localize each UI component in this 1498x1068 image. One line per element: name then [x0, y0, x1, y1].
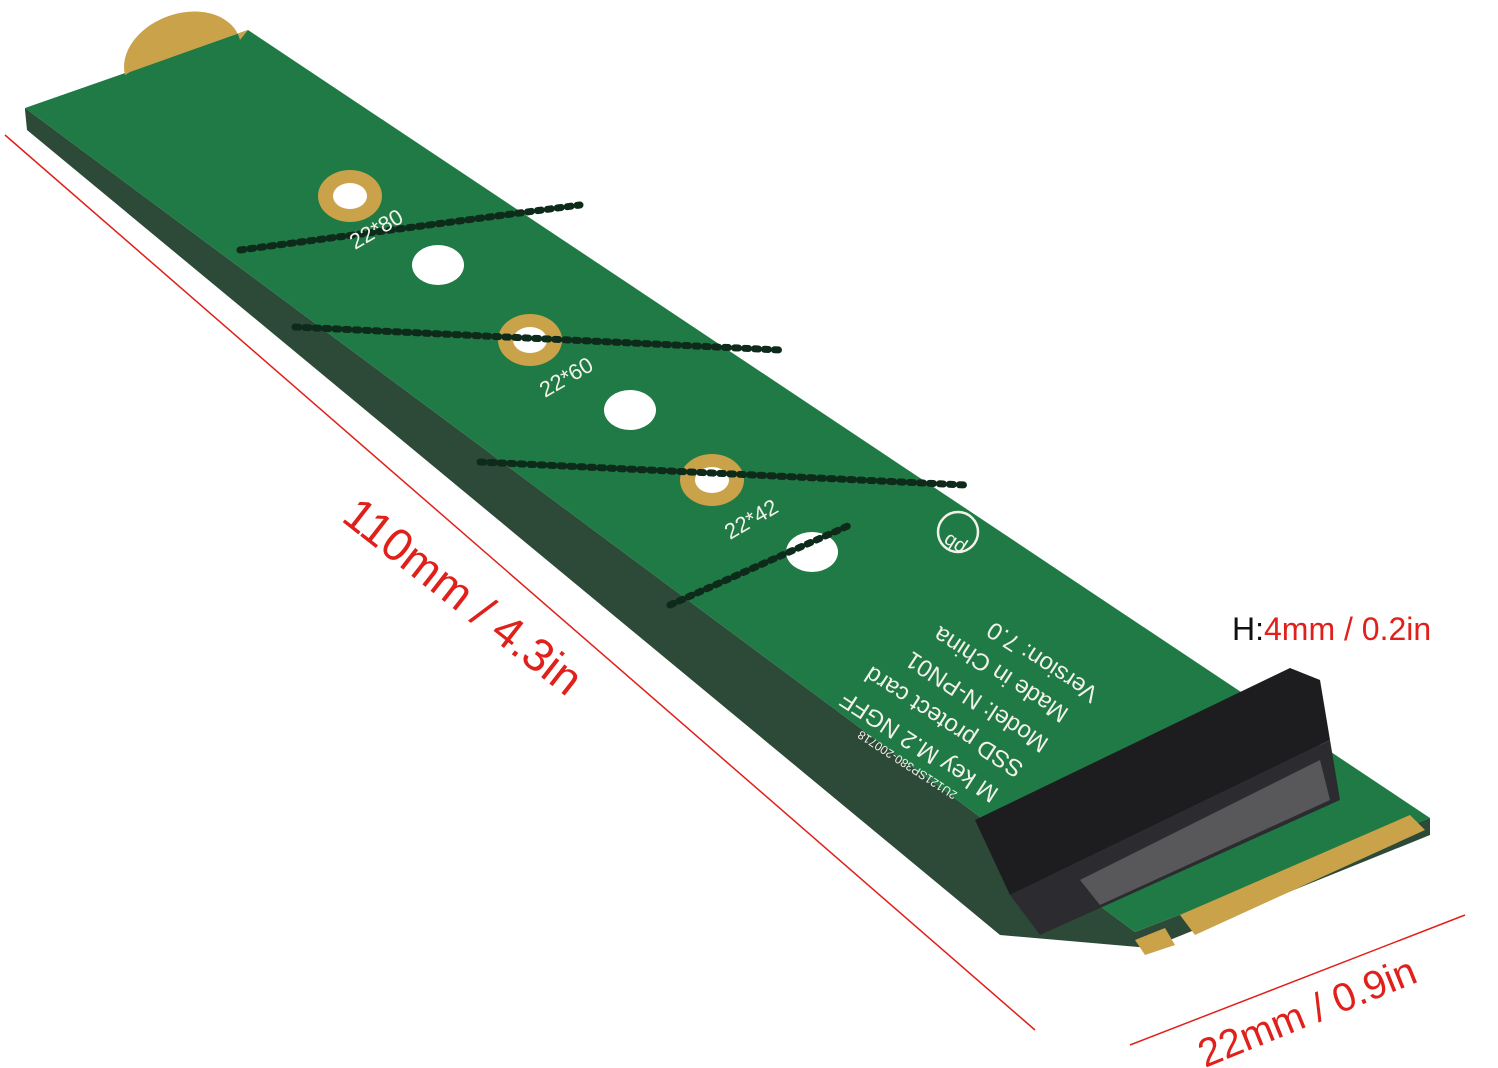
- mount-notch: [124, 11, 248, 76]
- m2-socket: [975, 668, 1340, 935]
- width-label: 22mm / 0.9in: [1192, 949, 1423, 1068]
- width-dimension-line: [1129, 914, 1466, 1046]
- height-label: H:4mm / 0.2in: [1232, 611, 1431, 647]
- perforation-lines: [236, 201, 969, 609]
- height-value: 4mm / 0.2in: [1264, 611, 1431, 647]
- mount-holes: [318, 170, 838, 572]
- length-dimension-line: [4, 134, 1036, 1031]
- height-prefix: H:: [1232, 611, 1264, 647]
- gold-fingers: [1135, 815, 1425, 955]
